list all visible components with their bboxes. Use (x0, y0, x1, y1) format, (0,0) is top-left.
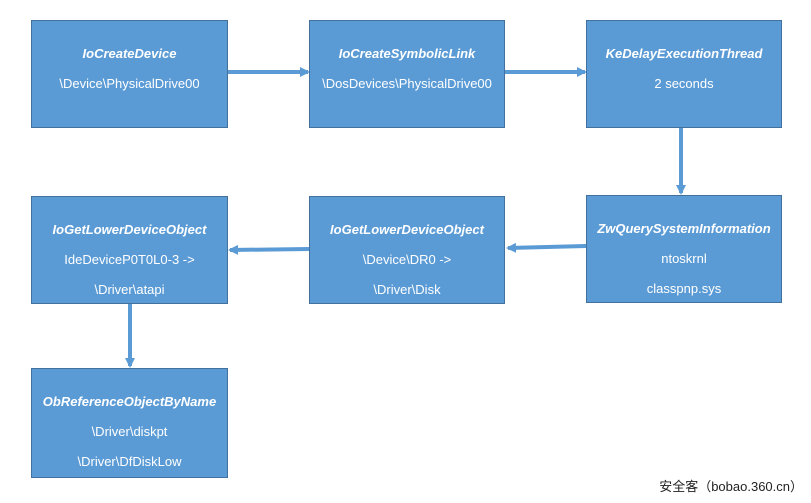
node-title: KeDelayExecutionThread (605, 46, 763, 61)
node-detail-line: IdeDeviceP0T0L0-3 -> (64, 252, 195, 267)
node-detail-line: 2 seconds (654, 76, 714, 91)
node-title: IoGetLowerDeviceObject (52, 222, 207, 237)
watermark: 安全客（bobao.360.cn） (659, 479, 803, 494)
node-detail-line: \Driver\DfDiskLow (77, 454, 182, 469)
node-title: IoGetLowerDeviceObject (330, 222, 484, 237)
node-io-create-device: IoCreateDevice \Device\PhysicalDrive00 (31, 20, 228, 128)
node-detail-line: ntoskrnl (661, 251, 707, 266)
node-zw-query-system-information: ZwQuerySystemInformation ntoskrnl classpnp… (586, 195, 782, 303)
node-detail-line: \Driver\atapi (94, 282, 165, 297)
node-detail-line: \Device\PhysicalDrive00 (59, 76, 200, 91)
node-title: IoCreateDevice (82, 46, 177, 61)
arrow-4-to-5 (228, 244, 310, 255)
node-title: ZwQuerySystemInformation (597, 221, 771, 236)
node-title: IoCreateSymbolicLink (338, 46, 476, 61)
node-ob-reference-object-by-name: ObReferenceObjectByName \Driver\diskpt \Dr… (31, 368, 228, 478)
arrow-3-to-4 (506, 242, 587, 253)
node-detail-line: \DosDevices\PhysicalDrive00 (322, 76, 492, 91)
node-detail-line: \Device\DR0 -> (362, 252, 452, 267)
node-title: ObReferenceObjectByName (42, 394, 217, 409)
node-detail-line: \Driver\diskpt (91, 424, 168, 439)
node-ke-delay-execution-thread: KeDelayExecutionThread 2 seconds (586, 20, 782, 128)
node-io-get-lower-device-object: IoGetLowerDeviceObject \Device\DR0 -> \Dri… (309, 196, 505, 304)
node-io-create-symbolic-link: IoCreateSymbolicLink \DosDevices\Physical… (309, 20, 505, 128)
node-detail-line: \Driver\Disk (373, 282, 441, 297)
node-detail-line: classpnp.sys (646, 281, 722, 296)
